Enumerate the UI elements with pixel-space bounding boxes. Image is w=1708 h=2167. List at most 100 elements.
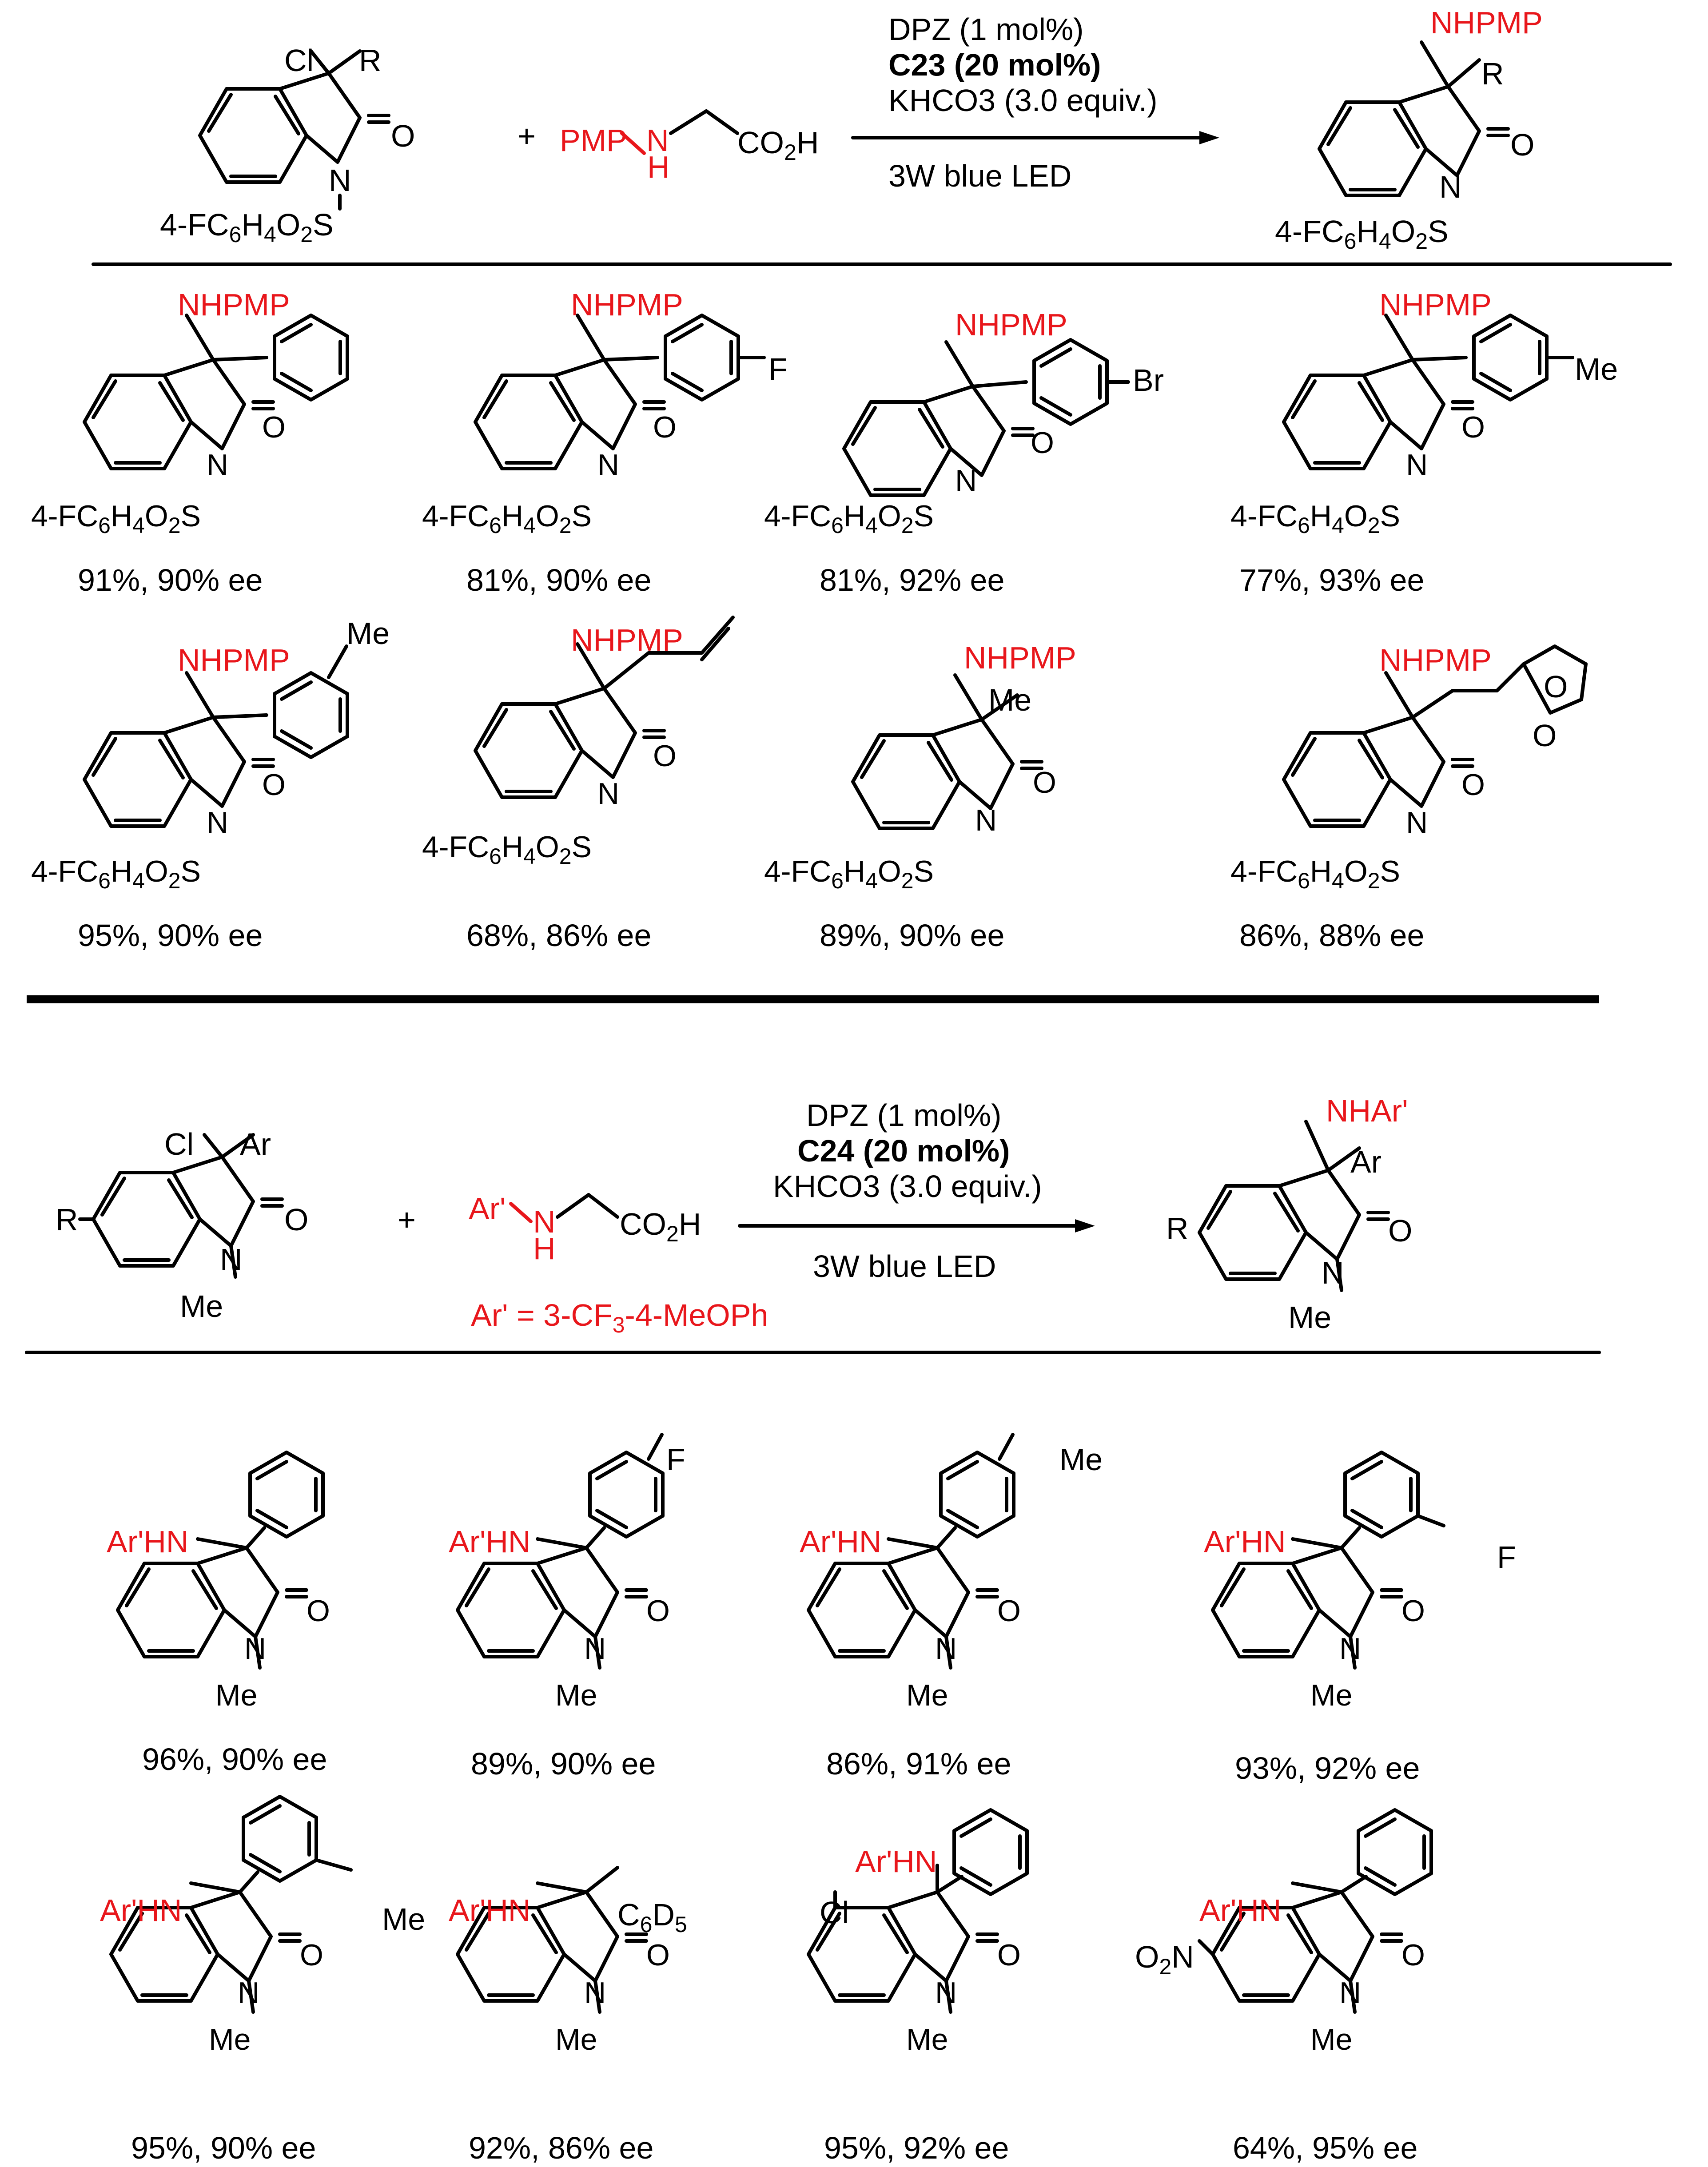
scheme2-product-7-substituent: Cl [820,1895,849,1930]
scheme2-product-3 [808,1433,1014,1670]
scheme2-product-6-result: 92%, 86% ee [469,2131,653,2165]
svg-text:Ar'HN: Ar'HN [449,1893,530,1928]
svg-text:Ar'HN: Ar'HN [100,1893,182,1928]
svg-text:Ar'HN: Ar'HN [800,1524,881,1559]
svg-text:4-FC6H4O2S: 4-FC6H4O2S [764,855,934,893]
svg-text:NHPMP: NHPMP [955,307,1067,342]
scheme1-product [1319,40,1508,195]
scheme1-product-5-substituent: Me [346,616,390,651]
svg-text:N: N [584,1632,606,1666]
svg-text:O: O [1461,768,1485,802]
svg-text:Me: Me [906,2023,948,2056]
svg-text:Me: Me [215,1678,257,1712]
svg-text:O: O [262,410,286,444]
svg-text:N: N [1339,1632,1361,1666]
svg-text:N: N [597,777,619,811]
svg-text:O: O [1031,426,1054,460]
svg-text:Me: Me [906,1678,948,1712]
svg-text:O: O [1401,1938,1425,1972]
scheme2-product-5-substituent: Me [382,1902,425,1936]
scheme1-reactant-r: R [359,43,382,78]
scheme1-product-7-result: 89%, 90% ee [820,918,1004,953]
scheme1-product-2-result: 81%, 90% ee [466,563,651,597]
scheme2-product-2 [458,1433,663,1670]
svg-text:Cl: Cl [164,1127,194,1161]
svg-text:Ar'HN: Ar'HN [855,1844,937,1879]
svg-text:N: N [207,806,228,839]
scheme1-amine-acid: CO2H [737,125,819,165]
svg-text:N: N [207,448,228,482]
svg-text:O: O [653,410,677,444]
scheme1-amine-n: N [646,123,669,158]
scheme1-product-1-amine: NHPMP [178,287,290,322]
scheme2-product-8 [1198,1810,1431,2014]
svg-text:DPZ (1 mol%): DPZ (1 mol%) [806,1098,1001,1133]
svg-text:3W blue LED: 3W blue LED [813,1249,996,1284]
scheme1-product-1 [84,314,347,469]
scheme2-product-4-substituent: F [1497,1540,1516,1575]
svg-text:4-FC6H4O2S: 4-FC6H4O2S [31,855,201,893]
svg-text:Me: Me [209,2023,251,2056]
svg-text:N: N [584,1976,606,2010]
scheme1-product-3 [844,340,1130,495]
scheme1-product-3-result: 81%, 92% ee [820,563,1004,597]
svg-text:N: N [220,1242,243,1277]
svg-text:N: N [1339,1976,1361,2010]
scheme1-product-4-result: 77%, 93% ee [1239,563,1424,597]
scheme1-product-5-result: 95%, 90% ee [78,918,263,953]
svg-text:R: R [1166,1211,1189,1246]
svg-text:N: N [935,1632,957,1666]
scheme1-product-6 [475,616,735,797]
svg-text:O: O [300,1938,323,1972]
scheme1-reactant-n: N [329,163,351,198]
svg-text:Ar'HN: Ar'HN [1199,1893,1281,1928]
svg-text:NHPMP: NHPMP [571,287,683,322]
svg-text:Ar: Ar [240,1127,271,1161]
svg-text:NHPMP: NHPMP [1379,643,1492,677]
scheme2-product-2-result: 89%, 90% ee [471,1746,656,1781]
svg-text:H: H [533,1231,556,1266]
svg-text:O: O [262,768,286,802]
scheme1-product-8 [1284,644,1588,826]
scheme1-product-1-result: 91%, 90% ee [78,563,263,597]
svg-text:KHCO3 (3.0 equiv.): KHCO3 (3.0 equiv.) [773,1169,1042,1204]
scheme1-product-n: N [1439,170,1462,204]
scheme2-product-4-result: 93%, 92% ee [1235,1751,1420,1785]
svg-text:NHAr': NHAr' [1326,1093,1408,1128]
svg-text:O: O [284,1202,308,1237]
svg-text:N: N [935,1976,957,2010]
scheme1-reactant-cl: Cl [284,43,314,78]
svg-text:4-FC6H4O2S: 4-FC6H4O2S [764,499,934,538]
scheme1-product-nhpmp: NHPMP [1430,5,1543,40]
svg-text:Me: Me [1288,1300,1331,1335]
svg-text:O: O [646,1938,670,1972]
svg-text:Me: Me [555,1678,597,1712]
svg-text:O: O [1033,766,1056,799]
scheme1-product-8-substituent: O [1544,669,1568,704]
svg-text:O: O [1461,410,1485,444]
scheme1-reactant [200,49,389,182]
scheme1-product-2 [475,314,766,469]
scheme2-product-8-result: 64%, 95% ee [1233,2131,1417,2165]
scheme1-plus: + [518,119,536,153]
svg-text:Ar': Ar' [469,1191,506,1226]
svg-text:N: N [244,1632,266,1666]
svg-text:O: O [1401,1594,1425,1628]
scheme2-product [1199,1120,1388,1292]
svg-text:C24 (20 mol%): C24 (20 mol%) [797,1133,1010,1168]
svg-text:O: O [1533,718,1557,753]
svg-text:O: O [646,1594,670,1628]
svg-text:O: O [307,1594,330,1628]
scheme2-product-8-substituent: O2N [1135,1940,1194,1979]
scheme2-product-1 [118,1452,323,1670]
svg-text:N: N [1406,448,1428,482]
scheme1-product-5 [84,644,347,826]
scheme1-condition-1: DPZ (1 mol%) [888,12,1083,47]
svg-text:Me: Me [1310,2023,1352,2056]
svg-text:NHPMP: NHPMP [178,643,290,677]
svg-text:N: N [1406,806,1428,839]
scheme1-product-o: O [1510,127,1534,162]
scheme2-product-4 [1213,1452,1445,1670]
svg-text:NHPMP: NHPMP [571,623,683,657]
